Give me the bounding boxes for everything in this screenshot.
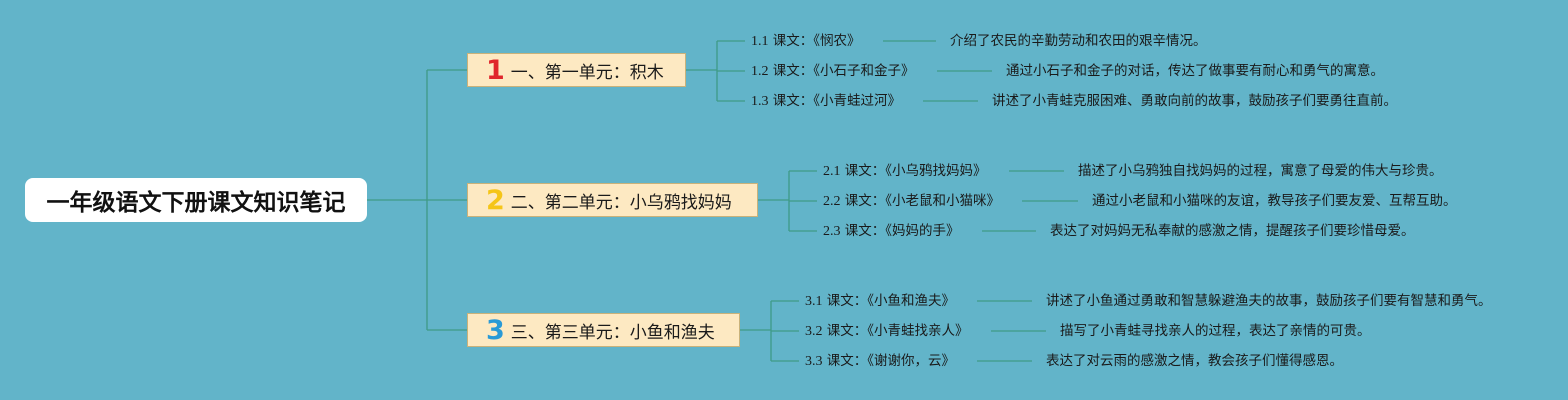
lesson-node-3-2[interactable]: 3.2 课文：《小青蛙找亲人》 <box>805 323 969 340</box>
unit-label-2: 二、第二单元：小乌鸦找妈妈 <box>510 192 732 213</box>
lesson-node-3-3[interactable]: 3.3 课文：《谢谢你，云》 <box>805 353 955 370</box>
lesson-node-2-1[interactable]: 2.1 课文：《小乌鸦找妈妈》 <box>823 163 987 180</box>
lesson-title: 《妈妈的手》 <box>885 223 960 239</box>
root-node[interactable]: 一年级语文下册课文知识笔记 <box>25 178 367 222</box>
lesson-title: 《悯农》 <box>813 33 861 49</box>
lesson-desc-2-1: 描述了小乌鸦独自找妈妈的过程，寓意了母爱的伟大与珍贵。 <box>1078 163 1443 179</box>
lesson-number: 1.2 <box>751 64 769 79</box>
lesson-title: 《小石子和金子》 <box>813 63 915 79</box>
lesson-node-2-2[interactable]: 2.2 课文：《小老鼠和小猫咪》 <box>823 193 1000 210</box>
unit-node-1[interactable]: 1 一、第一单元：积木 <box>467 53 686 87</box>
lesson-number: 3.2 <box>805 324 823 339</box>
lesson-desc-3-2: 描写了小青蛙寻找亲人的过程，表达了亲情的可贵。 <box>1060 323 1371 339</box>
lesson-number: 3.1 <box>805 294 823 309</box>
lesson-desc-1-2: 通过小石子和金子的对话，传达了做事要有耐心和勇气的寓意。 <box>1006 63 1384 79</box>
lesson-desc-3-1: 讲述了小鱼通过勇敢和智慧躲避渔夫的故事，鼓励孩子们要有智慧和勇气。 <box>1046 293 1492 309</box>
unit-node-3[interactable]: 3 三、第三单元：小鱼和渔夫 <box>467 313 740 347</box>
lesson-title: 《小青蛙过河》 <box>813 93 902 109</box>
lesson-prefix: 课文： <box>840 223 886 239</box>
lesson-number: 3.3 <box>805 354 823 369</box>
lesson-prefix: 课文： <box>768 93 814 109</box>
lesson-title: 《小老鼠和小猫咪》 <box>885 193 1001 209</box>
lesson-number: 1.3 <box>751 94 769 109</box>
lesson-title: 《小青蛙找亲人》 <box>867 323 969 339</box>
lesson-title: 《小鱼和渔夫》 <box>867 293 956 309</box>
lesson-prefix: 课文： <box>822 353 868 369</box>
lesson-node-2-3[interactable]: 2.3 课文：《妈妈的手》 <box>823 223 960 240</box>
lesson-number: 1.1 <box>751 34 769 49</box>
lesson-prefix: 课文： <box>768 63 814 79</box>
unit-node-2[interactable]: 2 二、第二单元：小乌鸦找妈妈 <box>467 183 758 217</box>
unit-number-2: 2 <box>486 184 505 216</box>
unit-number-1: 1 <box>486 54 505 86</box>
unit-label-3: 三、第三单元：小鱼和渔夫 <box>510 322 715 343</box>
lesson-desc-2-2: 通过小老鼠和小猫咪的友谊，教导孩子们要友爱、互帮互助。 <box>1092 193 1457 209</box>
lesson-node-1-2[interactable]: 1.2 课文：《小石子和金子》 <box>751 63 915 80</box>
lesson-number: 2.1 <box>823 164 841 179</box>
unit-number-3: 3 <box>486 314 505 346</box>
lesson-desc-3-3: 表达了对云雨的感激之情，教会孩子们懂得感恩。 <box>1046 353 1343 369</box>
lesson-desc-2-3: 表达了对妈妈无私奉献的感激之情，提醒孩子们要珍惜母爱。 <box>1050 223 1415 239</box>
lesson-number: 2.2 <box>823 194 841 209</box>
lesson-prefix: 课文： <box>768 33 814 49</box>
lesson-desc-1-1: 介绍了农民的辛勤劳动和农田的艰辛情况。 <box>950 33 1207 49</box>
lesson-title: 《小乌鸦找妈妈》 <box>885 163 987 179</box>
lesson-node-1-1[interactable]: 1.1 课文：《悯农》 <box>751 33 861 50</box>
lesson-prefix: 课文： <box>840 163 886 179</box>
lesson-number: 2.3 <box>823 224 841 239</box>
unit-label-1: 一、第一单元：积木 <box>510 62 664 83</box>
lesson-prefix: 课文： <box>840 193 886 209</box>
lesson-prefix: 课文： <box>822 323 868 339</box>
lesson-title: 《谢谢你，云》 <box>867 353 956 369</box>
lesson-desc-1-3: 讲述了小青蛙克服困难、勇敢向前的故事，鼓励孩子们要勇往直前。 <box>992 93 1397 109</box>
root-title: 一年级语文下册课文知识笔记 <box>46 190 346 216</box>
lesson-node-3-1[interactable]: 3.1 课文：《小鱼和渔夫》 <box>805 293 955 310</box>
lesson-prefix: 课文： <box>822 293 868 309</box>
lesson-node-1-3[interactable]: 1.3 课文：《小青蛙过河》 <box>751 93 901 110</box>
